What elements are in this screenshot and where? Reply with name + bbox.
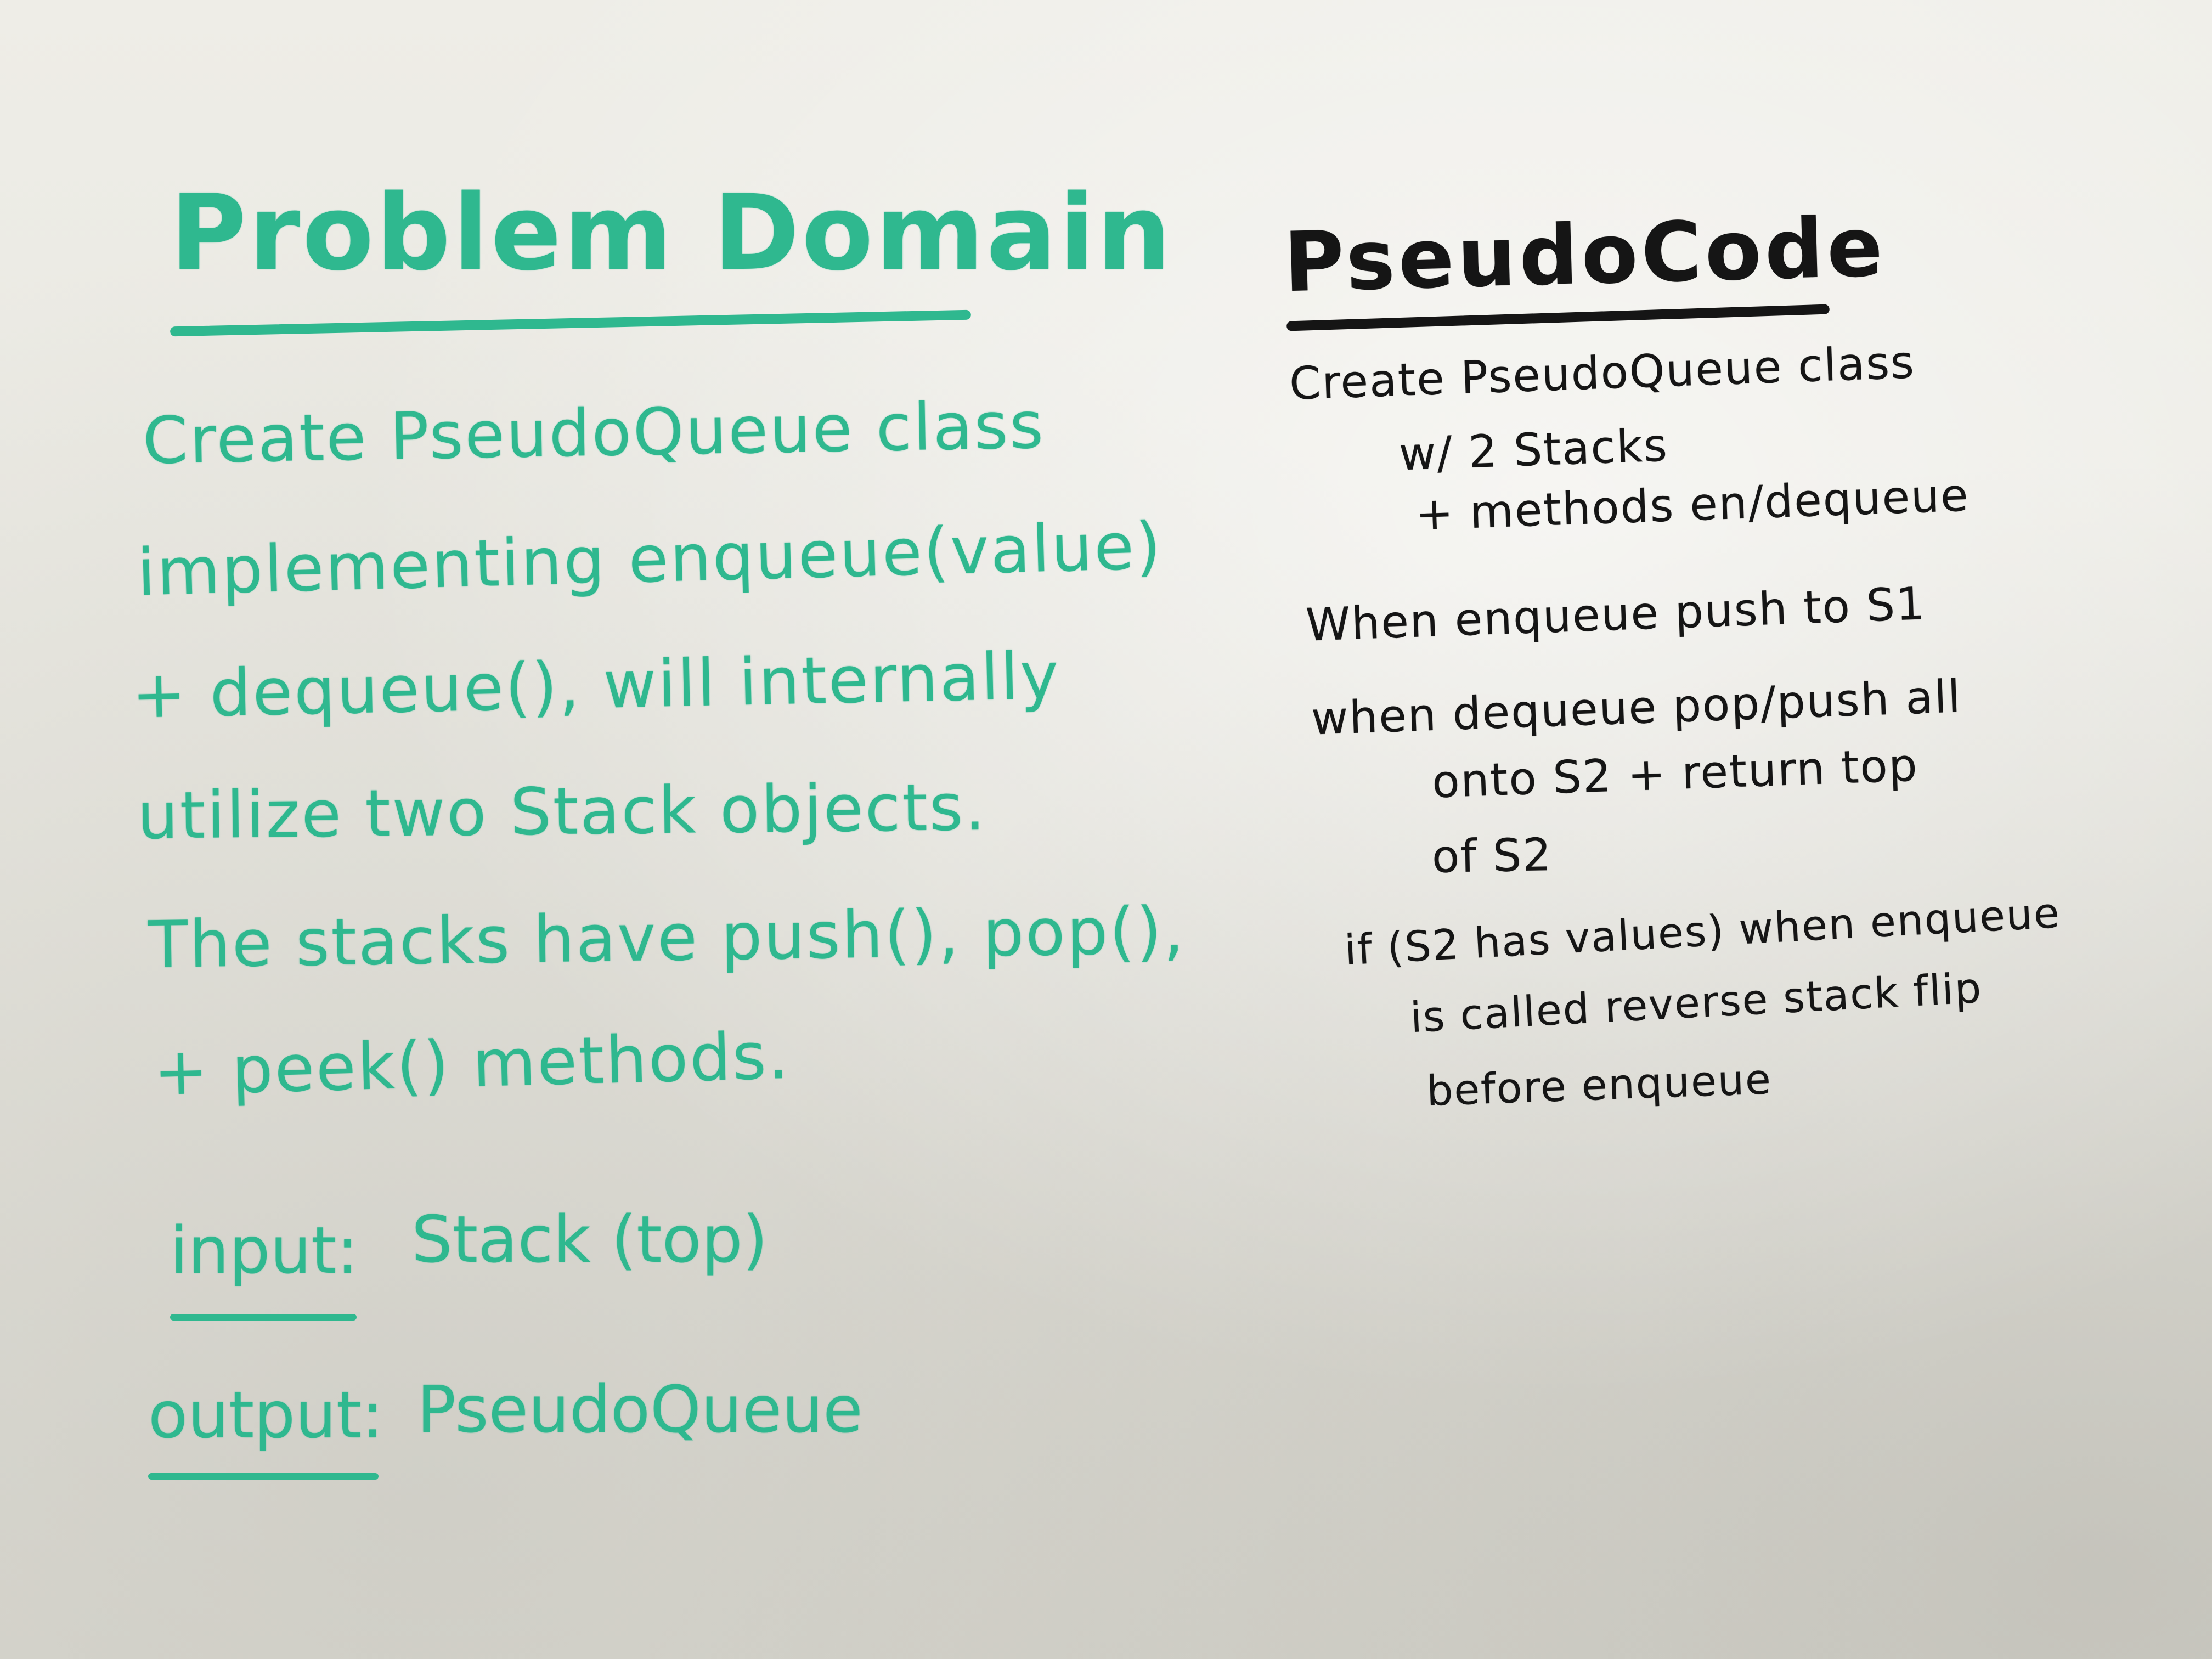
input-label-underline: [170, 1314, 357, 1321]
pseudocode-title: PseudoCode: [1282, 199, 1887, 311]
pseudocode-line: is called reverse stack flip: [1409, 963, 1984, 1042]
input-value: Stack (top): [411, 1201, 768, 1277]
problem-line: The stacks have push(), pop(),: [148, 892, 1186, 983]
pseudocode-line: Create PseudoQueue class: [1288, 336, 1916, 410]
pseudocode-line: before enqueue: [1425, 1054, 1773, 1115]
problem-line: implementing enqueue(value): [136, 507, 1164, 611]
input-label: input:: [170, 1212, 359, 1288]
pseudocode-line: When enqueue push to S1: [1305, 578, 1927, 652]
pseudocode-line: + methods en/dequeue: [1414, 469, 1971, 541]
pseudocode-line: of S2: [1431, 829, 1553, 883]
pseudocode-line: w/ 2 Stacks: [1398, 419, 1669, 481]
problem-domain-underline: [170, 309, 972, 337]
problem-line: Create PseudoQueue class: [142, 387, 1046, 479]
pseudocode-line: if (S2 has values) when enqueue: [1343, 888, 2062, 975]
problem-line: + peek() methods.: [153, 1017, 791, 1110]
problem-line: utilize two Stack objects.: [137, 769, 988, 854]
output-value: PseudoQueue: [417, 1372, 863, 1447]
output-label: output:: [148, 1377, 383, 1453]
pseudocode-line: onto S2 + return top: [1431, 739, 1920, 809]
problem-domain-title: Problem Domain: [170, 172, 1173, 294]
output-label-underline: [148, 1473, 379, 1480]
problem-line: + dequeue(), will internally: [131, 637, 1061, 733]
pseudocode-line: when dequeue pop/push all: [1310, 670, 1962, 746]
